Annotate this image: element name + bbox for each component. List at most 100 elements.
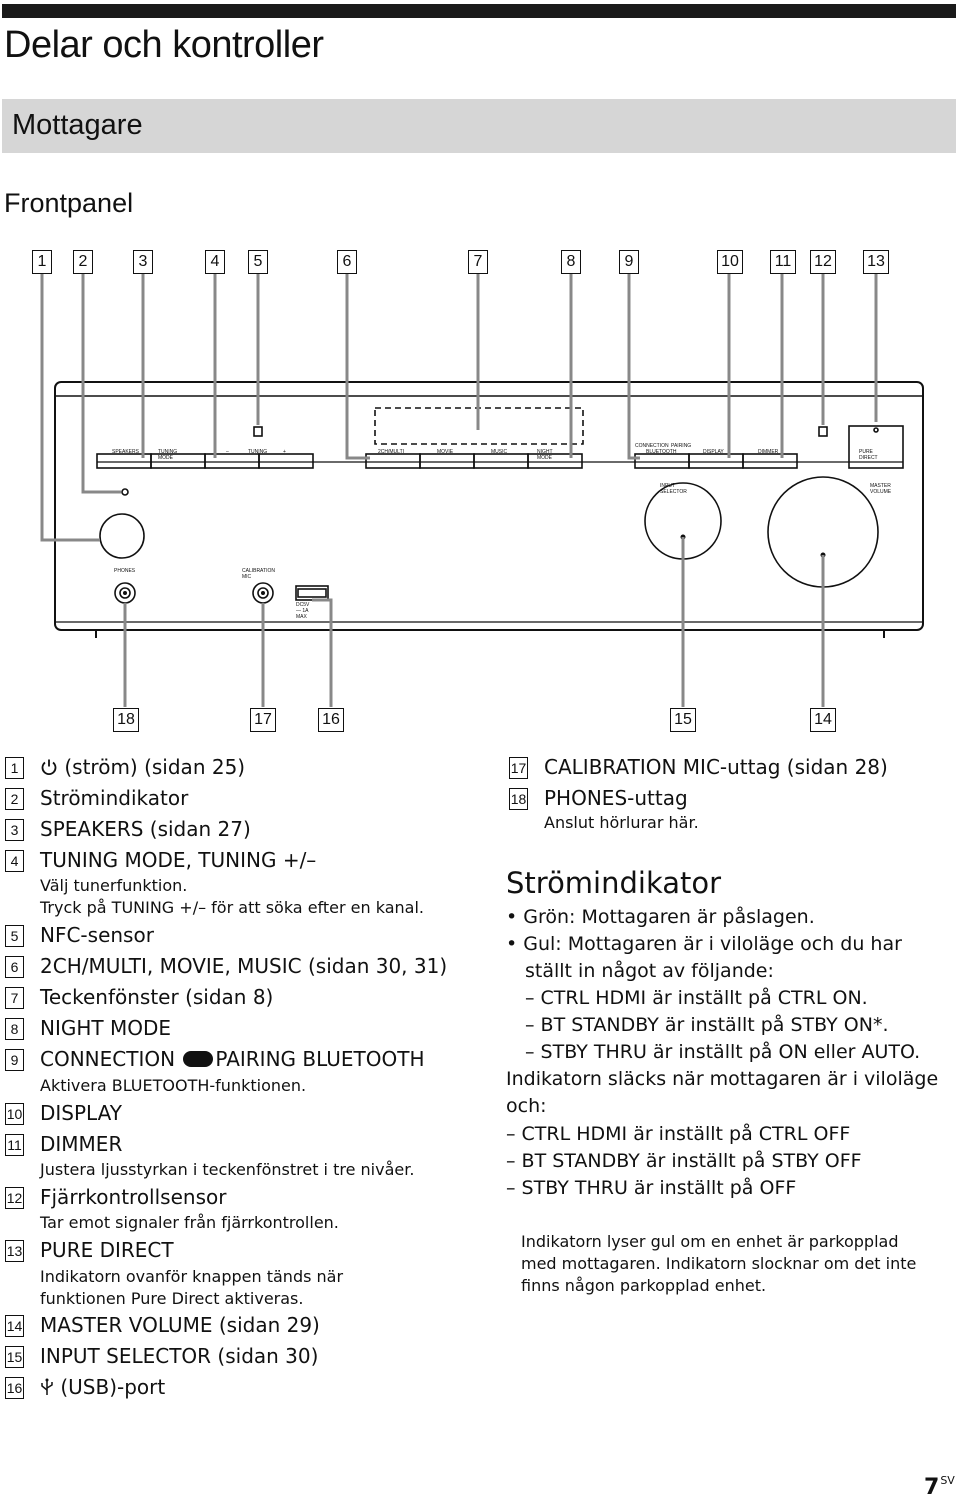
item-label-pairing: PAIRING BLUETOOTH	[215, 1047, 425, 1071]
indicator-line: – STBY THRU är inställt på OFF	[506, 1177, 797, 1199]
indicator-line: och:	[506, 1095, 547, 1117]
item-label: PHONES-uttag	[544, 786, 688, 810]
panel-label-master-volume: MASTER VOLUME	[870, 483, 892, 495]
callout-13: 13	[863, 250, 889, 274]
item-number: 16	[5, 1377, 24, 1399]
item-number: 8	[5, 1018, 24, 1040]
panel-label-night-mode: NIGHT MODE	[537, 449, 553, 461]
item-number: 11	[5, 1134, 24, 1156]
item-number: 12	[5, 1187, 24, 1209]
callout-17: 17	[250, 708, 276, 732]
item-description: Indikatorn ovanför knappen tänds när	[40, 1267, 344, 1286]
panel-label-tuning-mode: TUNING MODE	[158, 449, 178, 461]
power-icon	[41, 759, 57, 776]
top-rule	[2, 4, 956, 18]
indicator-line: Indikatorn släcks när mottagaren är i vi…	[506, 1068, 939, 1090]
panel-label-tuning-minus: –	[226, 449, 229, 455]
callout-10: 10	[717, 250, 743, 274]
page-number-value: 7	[924, 1475, 940, 1500]
indicator-heading: Strömindikator	[506, 866, 722, 900]
item-label-connection: CONNECTION	[40, 1047, 176, 1071]
item-number: 6	[5, 956, 24, 978]
item-number: 4	[5, 850, 24, 872]
panel-label-display: DISPLAY	[703, 449, 724, 455]
panel-label-music: MUSIC	[491, 449, 508, 455]
panel-label-pure-direct: PURE DIRECT	[859, 449, 878, 461]
item-number: 15	[5, 1346, 24, 1368]
panel-label-tuning: TUNING	[248, 449, 268, 455]
indicator-line: • Grön: Mottagaren är påslagen.	[506, 906, 815, 928]
callout-4: 4	[205, 250, 225, 274]
indicator-line: ställt in något av följande:	[525, 960, 774, 982]
item-description: Anslut hörlurar här.	[544, 813, 699, 832]
item-label: INPUT SELECTOR (sidan 30)	[40, 1344, 319, 1368]
item-label: SPEAKERS (sidan 27)	[40, 817, 251, 841]
item-number: 5	[5, 925, 24, 947]
front-panel-drawing	[40, 273, 924, 707]
callout-14: 14	[810, 708, 836, 732]
item-label: TUNING MODE, TUNING +/–	[40, 848, 317, 872]
item-number: 10	[5, 1103, 24, 1125]
item-number: 14	[5, 1315, 24, 1337]
callout-7: 7	[468, 250, 488, 274]
callout-11: 11	[770, 250, 796, 274]
panel-label-usb-rating: DC5V — 1A MAX	[296, 602, 310, 620]
panel-label-input-selector: INPUT SELECTOR	[660, 483, 687, 495]
callout-12: 12	[810, 250, 836, 274]
panel-label-dimmer: DIMMER	[758, 449, 779, 455]
callout-8: 8	[561, 250, 581, 274]
note-line: Indikatorn lyser gul om en enhet är park…	[521, 1232, 899, 1251]
callout-16: 16	[318, 708, 344, 732]
indicator-line: • Gul: Mottagaren är i viloläge och du h…	[506, 933, 902, 955]
item-label: (USB)-port	[40, 1375, 165, 1399]
callout-5: 5	[248, 250, 268, 274]
item-label: PURE DIRECT	[40, 1238, 174, 1262]
item-description: Aktivera BLUETOOTH-funktionen.	[40, 1076, 307, 1095]
panel-label-connection: CONNECTION	[635, 443, 669, 449]
callout-1: 1	[32, 250, 52, 274]
item-number: 17	[509, 757, 528, 779]
item-description: Välj tunerfunktion.	[40, 876, 188, 895]
indicator-line: – BT STANDBY är inställt på STBY ON*.	[525, 1014, 889, 1036]
callout-18: 18	[113, 708, 139, 732]
item-label: Fjärrkontrollsensor	[40, 1185, 227, 1209]
callout-3: 3	[133, 250, 153, 274]
item-label: DISPLAY	[40, 1101, 123, 1125]
note-line: med mottagaren. Indikatorn slocknar om d…	[521, 1254, 917, 1273]
item-number: 18	[509, 788, 528, 810]
item-label: CALIBRATION MIC-uttag (sidan 28)	[544, 755, 888, 779]
item-number: 7	[5, 987, 24, 1009]
item-label: DIMMER	[40, 1132, 123, 1156]
indicator-line: – CTRL HDMI är inställt på CTRL OFF	[506, 1123, 851, 1145]
front-panel-diagram: 1 2 3 4 5 6 7 8 9 10 11 12 13 18 17 16 1…	[0, 230, 960, 740]
callout-2: 2	[73, 250, 93, 274]
item-label: Strömindikator	[40, 786, 189, 810]
panel-label-movie: MOVIE	[437, 449, 454, 455]
item-number: 1	[5, 757, 24, 779]
item-label: (ström) (sidan 25)	[40, 755, 245, 779]
note-line: finns någon parkopplad enhet.	[521, 1276, 767, 1295]
section-band: Mottagare	[2, 99, 956, 153]
callout-9: 9	[619, 250, 639, 274]
indicator-line: – STBY THRU är inställt på ON eller AUTO…	[525, 1041, 921, 1063]
panel-label-phones: PHONES	[114, 568, 136, 574]
item-description: Justera ljusstyrkan i teckenfönstret i t…	[40, 1160, 415, 1179]
page-number: 7SV	[924, 1474, 955, 1500]
item-number: 9	[5, 1049, 24, 1071]
item-description: Tar emot signaler från fjärrkontrollen.	[40, 1213, 339, 1232]
page-language-suffix: SV	[940, 1474, 955, 1487]
item-label: 2CH/MULTI, MOVIE, MUSIC (sidan 30, 31)	[40, 954, 448, 978]
subsection-title: Frontpanel	[4, 188, 134, 218]
item-number: 2	[5, 788, 24, 810]
item-label: CONNECTION PAIRING BLUETOOTH	[40, 1047, 425, 1071]
item-label: NFC-sensor	[40, 923, 154, 947]
page-title: Delar och kontroller	[4, 24, 324, 66]
indicator-line: – BT STANDBY är inställt på STBY OFF	[506, 1150, 862, 1172]
panel-label-2ch-multi: 2CH/MULTI	[378, 449, 405, 455]
panel-label-speakers: SPEAKERS	[112, 449, 139, 455]
item-label-text: (ström) (sidan 25)	[64, 755, 246, 779]
callout-15: 15	[670, 708, 696, 732]
panel-label-tuning-plus: +	[283, 449, 286, 455]
pairing-pill-icon	[183, 1051, 214, 1067]
section-title: Mottagare	[12, 109, 143, 141]
